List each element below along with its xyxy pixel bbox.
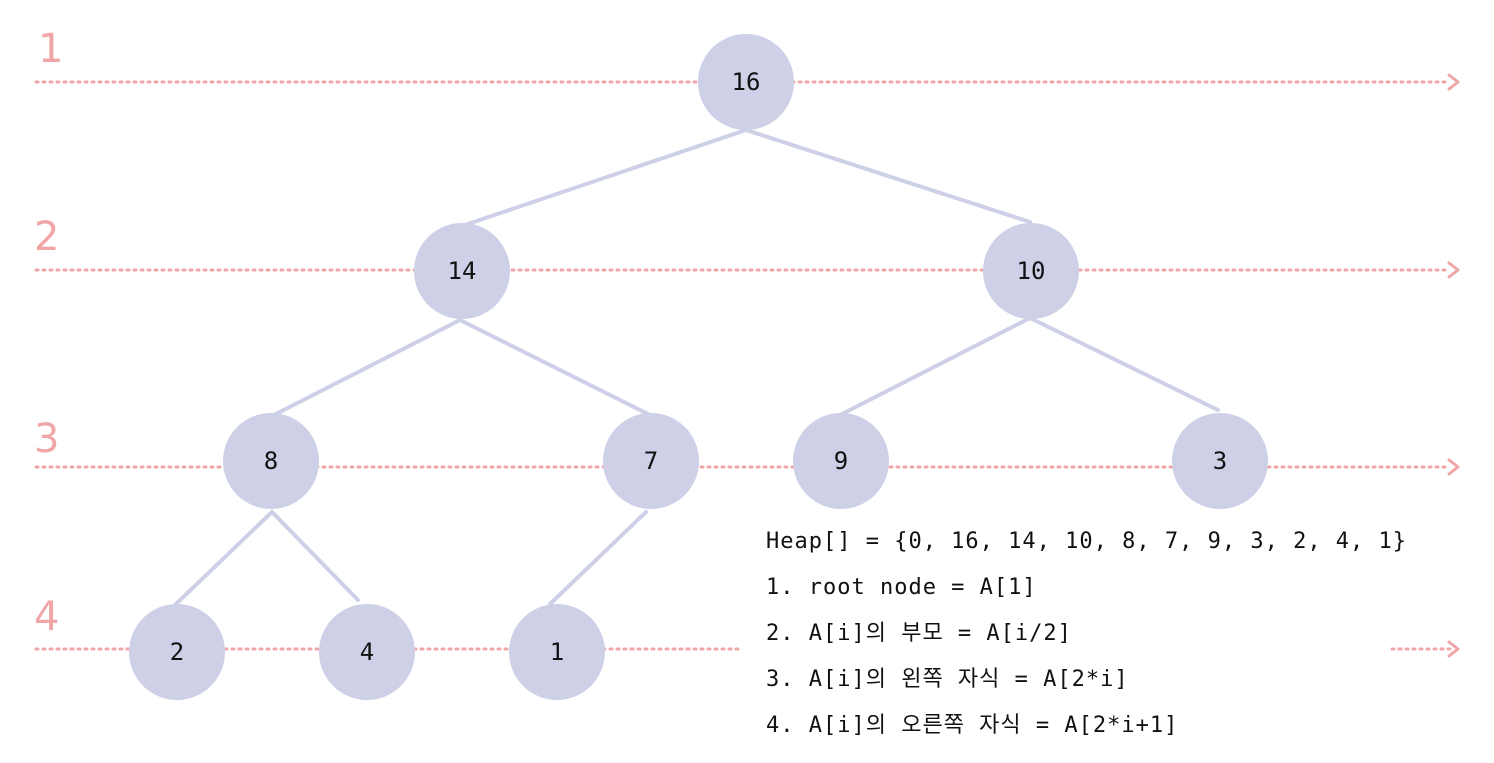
node-label: 3 xyxy=(1213,447,1227,475)
node-label: 8 xyxy=(264,447,278,475)
node-2: 2 xyxy=(129,604,225,700)
node-circle xyxy=(793,413,889,509)
edge-7-1 xyxy=(548,510,648,606)
heap-info-panel: Heap[] = {0, 16, 14, 10, 8, 7, 9, 3, 2, … xyxy=(766,522,1407,752)
arrow-head-icon xyxy=(1447,640,1460,658)
edge-10-9 xyxy=(840,316,1032,416)
node-10: 10 xyxy=(983,223,1079,319)
level-label-3: 3 xyxy=(34,416,59,462)
edge-10-3 xyxy=(1028,316,1220,412)
tree-nodes: 16 14 10 8 7 9 3 2 xyxy=(129,34,1268,700)
node-circle xyxy=(698,34,794,130)
node-7: 7 xyxy=(603,413,699,509)
node-label: 7 xyxy=(644,447,658,475)
level-labels: 1 2 3 4 xyxy=(34,26,63,640)
node-9: 9 xyxy=(793,413,889,509)
edge-8-4 xyxy=(270,510,360,602)
edge-16-10 xyxy=(744,128,1032,224)
node-16: 16 xyxy=(698,34,794,130)
node-14: 14 xyxy=(414,223,510,319)
edge-14-8 xyxy=(270,318,462,418)
node-circle xyxy=(223,413,319,509)
heap-array-text: Heap[] = {0, 16, 14, 10, 8, 7, 9, 3, 2, … xyxy=(766,529,1408,554)
node-label: 1 xyxy=(550,638,564,666)
level-label-2: 2 xyxy=(34,214,59,260)
arrow-head-icon xyxy=(1447,73,1460,91)
node-1: 1 xyxy=(509,604,605,700)
node-circle xyxy=(983,223,1079,319)
node-circle xyxy=(414,223,510,319)
node-label: 9 xyxy=(834,447,848,475)
tree-edges xyxy=(174,128,1220,606)
level-arrowheads xyxy=(1447,73,1460,658)
node-label: 14 xyxy=(448,257,477,285)
node-circle xyxy=(129,604,225,700)
arrow-head-icon xyxy=(1447,261,1460,279)
level-label-4: 4 xyxy=(34,594,59,640)
edge-14-7 xyxy=(458,318,650,416)
node-3: 3 xyxy=(1172,413,1268,509)
node-label: 2 xyxy=(170,638,184,666)
edge-8-2 xyxy=(174,510,274,606)
rule-parent: 2. A[i]의 부모 = A[i/2] xyxy=(766,621,1072,646)
node-4: 4 xyxy=(319,604,415,700)
rule-right-child: 4. A[i]의 오른쪽 자식 = A[2*i+1] xyxy=(766,713,1179,738)
arrow-head-icon xyxy=(1447,458,1460,476)
node-circle xyxy=(319,604,415,700)
node-circle xyxy=(509,604,605,700)
edge-16-14 xyxy=(460,128,748,228)
node-circle xyxy=(1172,413,1268,509)
node-circle xyxy=(603,413,699,509)
node-label: 4 xyxy=(360,638,374,666)
rule-root-node: 1. root node = A[1] xyxy=(766,575,1037,600)
node-label: 16 xyxy=(732,68,761,96)
node-8: 8 xyxy=(223,413,319,509)
node-label: 10 xyxy=(1017,257,1046,285)
rule-left-child: 3. A[i]의 왼쪽 자식 = A[2*i] xyxy=(766,667,1129,692)
level-label-1: 1 xyxy=(38,26,63,72)
